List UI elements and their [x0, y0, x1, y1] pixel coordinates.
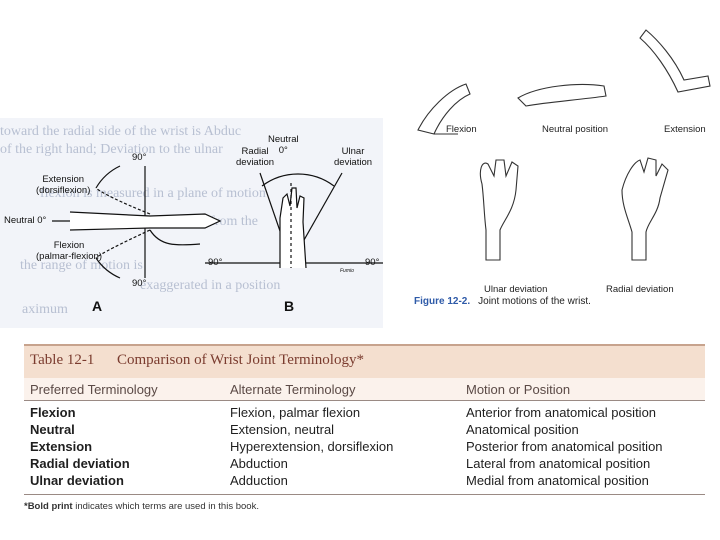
flexed-hand-outline: [95, 229, 151, 259]
figure-caption-text: Joint motions of the wrist.: [478, 296, 591, 307]
joint-motions-figure: Flexion Neutral position Extension Ulnar…: [408, 0, 720, 320]
ulnar-deviation-label: Ulnar deviation: [334, 146, 373, 168]
radial-deviation-caption: Radial deviation: [606, 284, 674, 295]
preferred-term: Ulnar deviation: [30, 473, 124, 488]
neutral-label-a: Neutral 0°: [4, 215, 47, 226]
b-angle-left: 90°: [208, 257, 223, 268]
footnote-bold: *Bold print: [24, 501, 73, 512]
table-row: Radial deviation Abduction Lateral from …: [24, 456, 705, 473]
background-text-line: exaggerated in a position: [140, 278, 281, 293]
table-footnote: *Bold print indicates which terms are us…: [24, 501, 705, 512]
alternate-term: Hyperextension, dorsiflexion: [230, 439, 394, 454]
flexion-label: Flexion (palmar-flexion): [36, 240, 102, 262]
preferred-term: Neutral: [30, 422, 75, 437]
motion-description: Medial from anatomical position: [466, 473, 649, 488]
signature: Fumio: [340, 268, 354, 274]
neutral-label-b: Neutral 0°: [268, 134, 299, 156]
wrist-range-figure: toward the radial side of the wrist is A…: [0, 118, 383, 328]
preferred-term: Radial deviation: [30, 456, 130, 471]
neutral-position-caption: Neutral position: [542, 124, 609, 135]
column-header-motion: Motion or Position: [466, 382, 571, 397]
alternate-term: Flexion, palmar flexion: [230, 405, 361, 420]
flexion-hand-drawing: [417, 83, 471, 135]
extension-hand-drawing: [639, 29, 711, 93]
alternate-term: Abduction: [230, 456, 288, 471]
panel-a-letter: A: [92, 298, 103, 314]
forearm-outline: [149, 229, 201, 246]
background-text-line: toward the radial side of the wrist is A…: [0, 124, 242, 139]
flexion-arc: [95, 257, 121, 279]
wrist-angle-diagram: [52, 165, 383, 279]
extension-caption: Extension: [664, 124, 706, 135]
table-row: Neutral Extension, neutral Anatomical po…: [24, 422, 705, 439]
column-header-alternate: Alternate Terminology: [230, 382, 356, 397]
footnote-text: indicates which terms are used in this b…: [72, 501, 259, 512]
extension-arc: [95, 165, 121, 189]
table-header: Table 12-1 Comparison of Wrist Joint Ter…: [24, 344, 705, 378]
hand-illustrations: [417, 29, 711, 261]
terminology-table: Table 12-1 Comparison of Wrist Joint Ter…: [24, 344, 705, 512]
table-row: Ulnar deviation Adduction Medial from an…: [24, 473, 705, 490]
figure-caption: Figure 12-2. Joint motions of the wrist.: [414, 296, 591, 307]
background-text-line: aximum: [22, 302, 68, 317]
extended-hand-outline: [95, 187, 151, 215]
table-body: Flexion Flexion, palmar flexion Anterior…: [24, 401, 705, 495]
column-header-row: Preferred Terminology Alternate Terminol…: [24, 378, 705, 401]
b-hand-outline: [279, 187, 307, 269]
a-angle-top: 90°: [132, 152, 147, 163]
table-number: Table 12-1: [30, 352, 95, 368]
deviation-arc: [261, 173, 335, 187]
table-row: Extension Hyperextension, dorsiflexion P…: [24, 439, 705, 456]
preferred-term: Flexion: [30, 405, 76, 420]
alternate-term: Adduction: [230, 473, 288, 488]
panel-b-letter: B: [284, 298, 295, 314]
flexion-caption: Flexion: [446, 124, 477, 135]
extension-label: Extension (dorsiflexion): [36, 174, 91, 196]
hand-outline: [69, 211, 222, 231]
ulnar-deviation-caption: Ulnar deviation: [484, 284, 548, 295]
ulnar-deviation-hand-drawing: [479, 159, 519, 261]
b-angle-right: 90°: [365, 257, 380, 268]
a-angle-bottom: 90°: [132, 278, 147, 289]
column-header-preferred: Preferred Terminology: [30, 382, 158, 397]
alternate-term: Extension, neutral: [230, 422, 335, 437]
motion-description: Posterior from anatomical position: [466, 439, 663, 454]
radial-deviation-label: Radial deviation: [236, 146, 275, 168]
table-row: Flexion Flexion, palmar flexion Anterior…: [24, 405, 705, 422]
background-text-line: of the right hand; Deviation to the ulna…: [0, 142, 223, 157]
table-title: Comparison of Wrist Joint Terminology*: [117, 352, 364, 368]
figure-number: Figure 12-2.: [414, 296, 471, 307]
background-text-line: flexion is measured in a plane of motion: [40, 186, 266, 201]
motion-description: Lateral from anatomical position: [466, 456, 651, 471]
motion-description: Anatomical position: [466, 422, 579, 437]
radial-deviation-hand-drawing: [621, 157, 669, 261]
neutral-hand-drawing: [517, 84, 607, 107]
motion-description: Anterior from anatomical position: [466, 405, 657, 420]
preferred-term: Extension: [30, 439, 93, 454]
background-text-line: the range of motion is: [20, 258, 143, 273]
